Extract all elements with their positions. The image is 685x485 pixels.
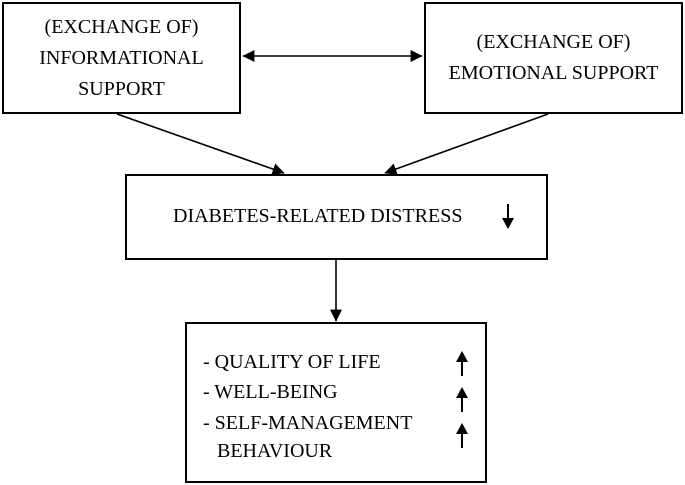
arrow-info-to-distress (116, 113, 285, 175)
outcome-quality-of-life: - QUALITY OF LIFE (203, 351, 381, 373)
diabetes-distress-label: DIABETES-RELATED DISTRESS (173, 205, 463, 227)
informational-support-text: (EXCHANGE OF) INFORMATIONAL SUPPORT (39, 12, 203, 105)
outcomes-box: - QUALITY OF LIFE - WELL-BEING - SELF-MA… (185, 322, 487, 483)
up-arrow-icon (456, 387, 468, 412)
emotional-line-1: (EXCHANGE OF) (476, 31, 631, 53)
arrow-emotional-to-distress (384, 113, 549, 175)
informational-line-1: (EXCHANGE OF) (44, 15, 199, 38)
outcome-well-being: - WELL-BEING (203, 381, 338, 403)
emotional-support-box: (EXCHANGE OF) EMOTIONAL SUPPORT (424, 2, 683, 114)
informational-line-3: SUPPORT (78, 77, 165, 100)
up-arrow-icon (456, 423, 468, 448)
diabetes-distress-box: DIABETES-RELATED DISTRESS (125, 174, 548, 260)
informational-support-box: (EXCHANGE OF) INFORMATIONAL SUPPORT (2, 2, 241, 114)
outcome-self-management: - SELF-MANAGEMENT (203, 412, 413, 434)
up-arrow-icon (456, 351, 468, 376)
down-arrow-icon (502, 204, 514, 229)
emotional-line-2: EMOTIONAL SUPPORT (448, 62, 659, 84)
emotional-support-text: (EXCHANGE OF) EMOTIONAL SUPPORT (449, 27, 659, 89)
outcome-self-management-continued: BEHAVIOUR (217, 440, 333, 462)
informational-line-2: INFORMATIONAL (39, 46, 204, 69)
